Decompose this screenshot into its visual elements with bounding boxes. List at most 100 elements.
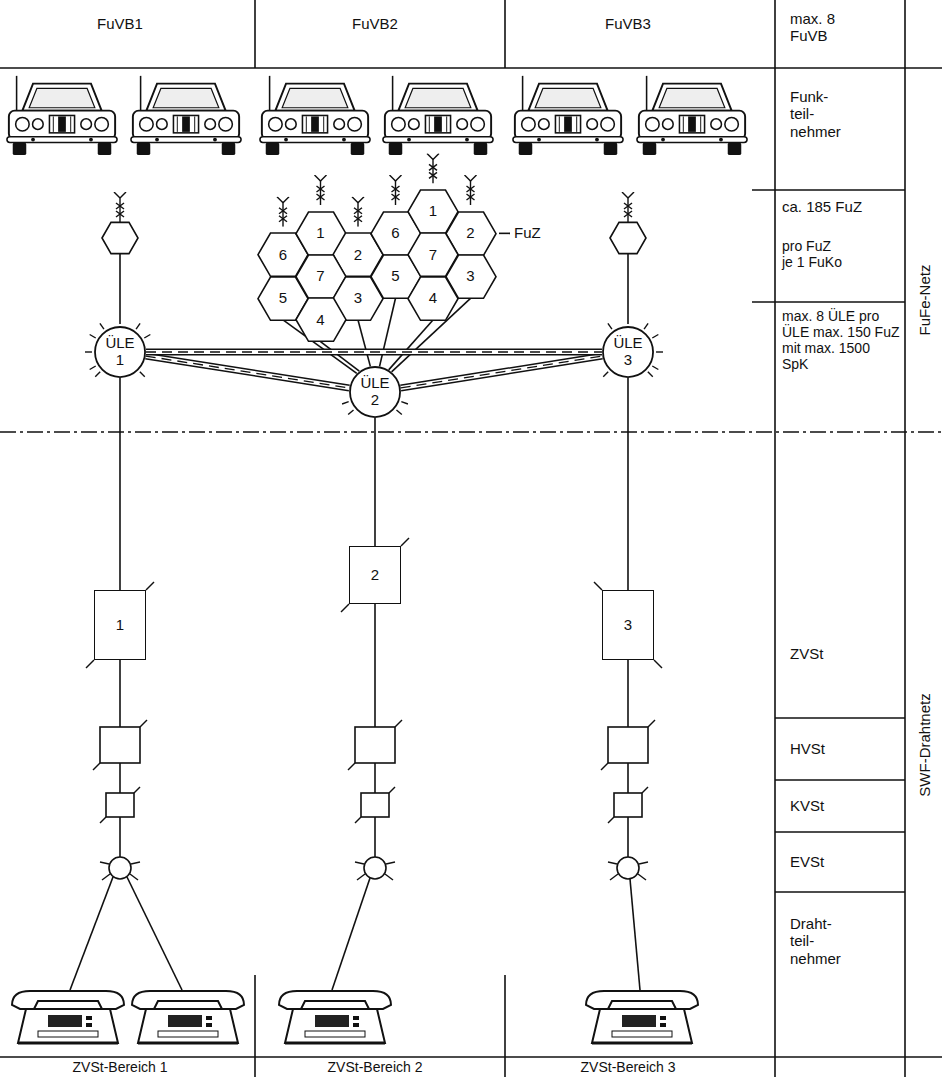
node-label: 3 [466,268,474,285]
grid-line [774,0,776,1077]
junction-exchange-box [614,793,642,817]
grid-line [752,189,905,191]
tick-mark [90,366,96,370]
row-label: Draht- teil- nehmer [790,915,848,967]
main-exchange-box [100,727,140,763]
row-label: Funk- teil- nehmer [790,88,848,140]
callout-label: FuZ [514,225,541,242]
link-line [380,298,396,366]
leader-line [499,233,510,235]
exchange-link-line [627,660,629,727]
trunk-line [146,350,602,354]
row-label: ZVSt [790,645,823,662]
car-icon [7,76,117,155]
grid-line [254,975,256,1077]
telephone-icon [586,991,698,1043]
tick-mark [652,334,658,338]
circle-outline [350,367,400,417]
tick-mark [644,323,648,329]
tick-mark [144,334,150,338]
node-label: 5 [279,290,287,307]
node-label: 1 [116,617,124,634]
tick-mark [85,351,92,352]
grid-line [504,975,506,1077]
antenna-symbol [114,192,126,222]
car-icon [131,76,241,155]
area-heading: FuVB1 [97,15,143,32]
row-label: EVSt [790,853,824,870]
trunk-line [146,356,350,388]
tick-mark [396,410,401,414]
node-label: 3 [624,617,632,634]
area-heading: FuVB2 [352,15,398,32]
node-label: 3 [354,290,362,307]
area-heading: FuVB3 [605,15,651,32]
trunk-line [146,348,602,355]
exchange-link-line [374,604,376,727]
tick-mark [140,372,145,377]
telephone-icons [12,991,698,1043]
grid-line [775,779,905,781]
node-label: 2 [371,567,379,584]
transfer-exchange-circle: ÜLE 2 [349,366,401,418]
circle-outline [95,327,145,377]
tick-mark [136,323,140,329]
link-line [321,342,360,372]
node-label: 1 [316,225,324,242]
row-label: pro FuZ je 1 FuKo [782,238,844,270]
telephone-icon [12,991,124,1043]
tick-marks [86,538,662,880]
antenna-symbol [315,175,327,205]
radio-cell-hexagon [610,222,646,253]
node-label: 5 [391,268,399,285]
exchange-link-line [119,817,121,857]
node-label: ÜLE 2 [360,375,389,408]
link-line [374,418,375,546]
trunk-line [146,351,602,352]
local-exchange-circle [617,857,639,879]
grid-line [752,301,905,303]
circle-outline [603,327,653,377]
subscriber-line [70,877,113,990]
antennas [114,153,634,226]
node-label: 2 [466,225,474,242]
node-label: 4 [429,290,437,307]
tick-mark [100,323,104,329]
grid-line [775,891,905,893]
telephone-icon [279,991,391,1043]
exchange-link-line [627,817,629,857]
transfer-exchange-circle: ÜLE 1 [94,326,146,378]
trunk-line [401,356,603,388]
exchange-link-line [627,763,629,793]
row-label: ca. 185 FuZ [782,198,902,215]
grid-line [254,0,256,68]
central-exchange-box: 1 [94,590,146,660]
antenna-symbol [622,192,634,222]
telephone-icon [132,991,244,1043]
trunk-line [146,351,602,352]
junction-exchange-box [106,793,134,817]
exchange-link-line [374,763,376,793]
antenna-symbol [277,197,289,227]
trunk-line [401,356,603,388]
transfer-exchange-circle: ÜLE 3 [602,326,654,378]
central-exchange-box: 2 [349,546,401,604]
link-line [389,320,433,370]
link-line [389,320,433,370]
node-label: 2 [354,247,362,264]
tick-mark [348,410,353,414]
row-label: max. 8 FuVB [790,10,860,45]
car-icon [637,76,747,155]
trunk-line [401,356,603,388]
subscriber-line [127,877,182,990]
link-line [627,378,628,590]
tick-mark [90,334,96,338]
antenna-symbol [352,197,364,227]
subscriber-line [332,878,370,990]
grid-line [0,67,942,69]
tick-mark [342,402,349,404]
car-icon [260,76,370,155]
area-footer: ZVSt-Bereich 2 [328,1059,423,1075]
node-label: 7 [429,247,437,264]
car-icons [7,76,747,155]
